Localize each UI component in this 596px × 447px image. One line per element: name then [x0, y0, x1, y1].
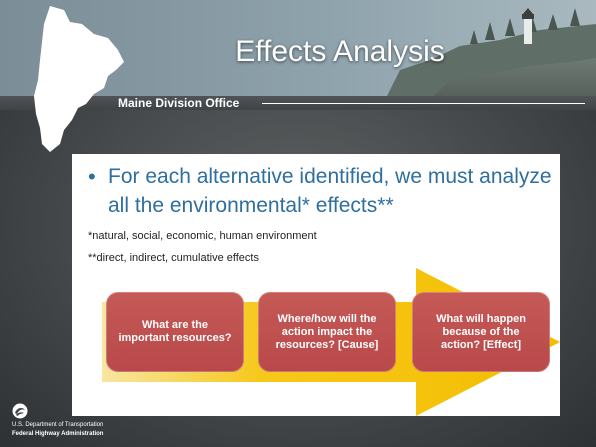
bullet-item: • For each alternative identified, we mu… [88, 162, 552, 220]
step-box-resources: What are the important resources? [106, 292, 244, 372]
slide-title: Effects Analysis [235, 35, 445, 68]
bullet-text: For each alternative identified, we must… [108, 165, 552, 217]
lighthouse-shape [522, 8, 534, 44]
division-label: Maine Division Office [118, 96, 240, 110]
agency-line-2: Federal Highway Administration [12, 431, 104, 437]
footnote-environment: *natural, social, economic, human enviro… [88, 230, 317, 242]
footnote-effects: **direct, indirect, cumulative effects [88, 252, 259, 264]
bullet-dot-icon: • [88, 164, 96, 189]
step-box-cause: Where/how will the action impact the res… [258, 292, 396, 372]
agency-line-1: U.S. Department of Transportation [12, 422, 104, 428]
step-box-effect: What will happen because of the action? … [412, 292, 550, 372]
maine-state-outline [34, 6, 124, 152]
content-panel: • For each alternative identified, we mu… [72, 154, 560, 416]
division-rule [262, 103, 585, 104]
usdot-logo-icon [12, 403, 28, 419]
